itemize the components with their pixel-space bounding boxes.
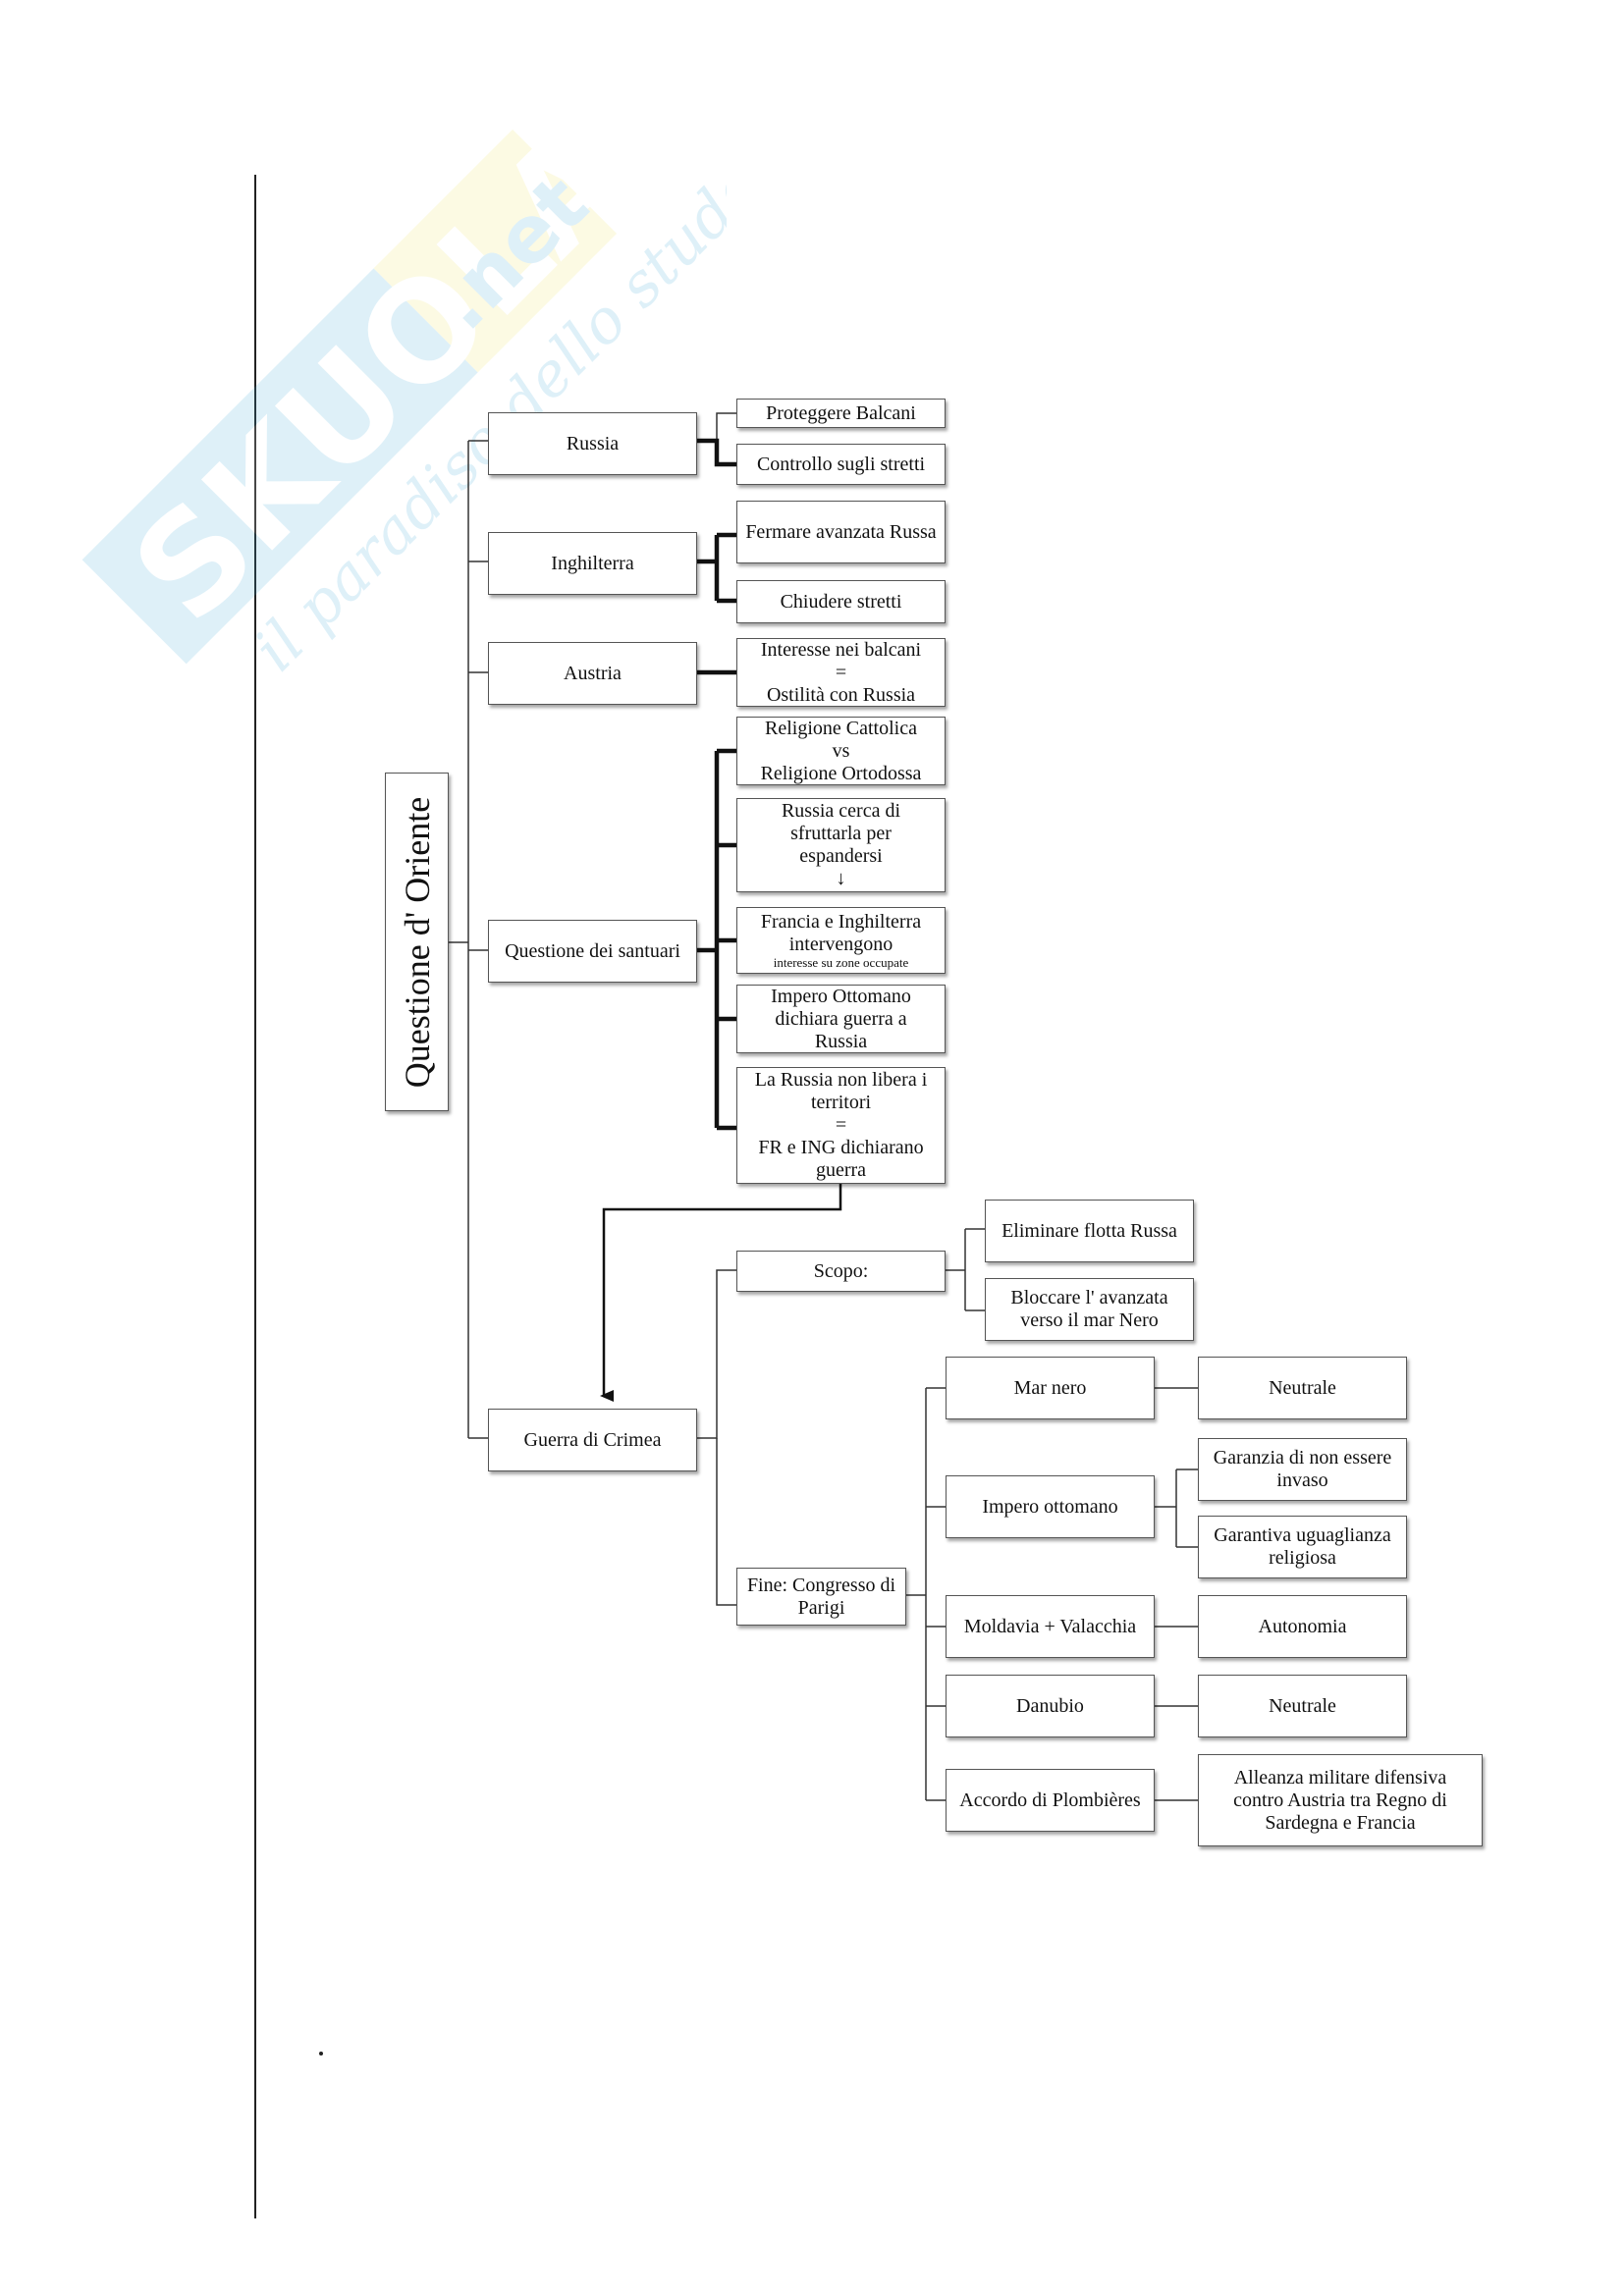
- fine-value-text: Neutrale: [1269, 1694, 1336, 1717]
- node-austria: Austria: [488, 642, 697, 705]
- fine-value-line: Garanzia di non essere: [1213, 1447, 1392, 1468]
- santuari-item: Religione Cattolica vs Religione Ortodos…: [736, 717, 946, 785]
- fine-value: Neutrale: [1198, 1675, 1407, 1737]
- santuari-note: interesse su zone occupate: [773, 955, 909, 970]
- fine-item-label: Mar nero: [1013, 1376, 1087, 1399]
- santuari-item-line: dichiara guerra a: [775, 1007, 907, 1030]
- santuari-item-line: vs: [832, 739, 850, 762]
- inghilterra-item-text: Chiudere stretti: [780, 590, 902, 613]
- fine-value: Garanzia di non essere invaso: [1198, 1438, 1407, 1501]
- austria-item-line: =: [835, 661, 847, 683]
- fine-item-moldavia: Moldavia + Valacchia: [946, 1595, 1155, 1658]
- santuari-item-line: Francia e Inghilterra: [760, 911, 922, 933]
- down-arrow-icon: ↓: [836, 868, 846, 889]
- santuari-item-line: sfruttarla per: [790, 823, 892, 844]
- fine-value-line: invaso: [1276, 1469, 1328, 1491]
- root-label: Questione d' Oriente: [397, 796, 437, 1088]
- fine-value-line: Alleanza militare difensiva: [1233, 1766, 1447, 1789]
- santuari-item-line: Religione Cattolica: [765, 717, 917, 739]
- fine-value: Autonomia: [1198, 1595, 1407, 1658]
- fine-value-text: Neutrale: [1269, 1376, 1336, 1399]
- fine-item-plombieres: Accordo di Plombières: [946, 1769, 1155, 1832]
- scopo-item-text: Eliminare flotta Russa: [1001, 1219, 1177, 1242]
- santuari-item: La Russia non libera i territori = FR e …: [736, 1067, 946, 1184]
- scopo-item-line: verso il mar Nero: [1020, 1309, 1159, 1331]
- fine-item-mar-nero: Mar nero: [946, 1357, 1155, 1419]
- inghilterra-item: Chiudere stretti: [736, 580, 946, 623]
- node-inghilterra-label: Inghilterra: [551, 552, 634, 574]
- node-guerra-crimea: Guerra di Crimea: [488, 1409, 697, 1471]
- santuari-item-line: La Russia non libera i: [754, 1069, 928, 1091]
- austria-item: Interesse nei balcani = Ostilità con Rus…: [736, 638, 946, 707]
- page-margin-line: [254, 175, 256, 2218]
- fine-item-label: Impero ottomano: [982, 1495, 1118, 1518]
- node-fine-line: Parigi: [797, 1596, 845, 1619]
- austria-item-line: Ostilità con Russia: [766, 683, 916, 706]
- fine-value-text: Autonomia: [1258, 1615, 1347, 1637]
- russia-item-text: Controllo sugli stretti: [756, 453, 926, 475]
- fine-value-line: contro Austria tra Regno di: [1233, 1789, 1447, 1811]
- fine-value-line: Sardegna e Francia: [1265, 1811, 1416, 1834]
- russia-item: Proteggere Balcani: [736, 399, 946, 428]
- node-santuari-label: Questione dei santuari: [505, 939, 680, 962]
- node-crimea-label: Guerra di Crimea: [523, 1428, 662, 1451]
- santuari-item-line: intervengono: [788, 934, 893, 955]
- santuari-item-line: Religione Ortodossa: [760, 762, 922, 784]
- node-fine-line: Fine: Congresso di: [746, 1574, 896, 1596]
- santuari-item: Impero Ottomano dichiara guerra a Russia: [736, 985, 946, 1053]
- russia-item-text: Proteggere Balcani: [766, 401, 916, 424]
- fine-item-label: Accordo di Plombières: [959, 1789, 1141, 1811]
- scopo-item: Eliminare flotta Russa: [985, 1200, 1194, 1262]
- santuari-item-line: territori: [810, 1092, 872, 1113]
- inghilterra-item: Fermare avanzata Russa: [736, 501, 946, 563]
- node-fine-congresso: Fine: Congresso di Parigi: [736, 1568, 906, 1626]
- santuari-item-line: guerra: [815, 1159, 867, 1181]
- santuari-item-line: Impero Ottomano: [771, 985, 911, 1007]
- santuari-item-line: Russia cerca di: [781, 800, 901, 822]
- root-questione-oriente: Questione d' Oriente: [385, 773, 449, 1111]
- node-austria-label: Austria: [564, 662, 622, 684]
- node-questione-santuari: Questione dei santuari: [488, 920, 697, 983]
- santuari-item-line: Russia: [814, 1030, 868, 1052]
- fine-value: Neutrale: [1198, 1357, 1407, 1419]
- austria-item-line: Interesse nei balcani: [760, 638, 922, 661]
- node-scopo-label: Scopo:: [813, 1259, 869, 1282]
- fine-item-impero-ottomano: Impero ottomano: [946, 1475, 1155, 1538]
- fine-value: Garantiva uguaglianza religiosa: [1198, 1516, 1407, 1578]
- scopo-item-line: Bloccare l' avanzata: [1010, 1287, 1168, 1308]
- node-russia-label: Russia: [566, 432, 620, 454]
- fine-item-danubio: Danubio: [946, 1675, 1155, 1737]
- node-scopo: Scopo:: [736, 1251, 946, 1292]
- santuari-item-line: =: [835, 1114, 847, 1136]
- fine-item-label: Danubio: [1016, 1694, 1084, 1717]
- fine-item-label: Moldavia + Valacchia: [963, 1615, 1137, 1637]
- fine-value: Alleanza militare difensiva contro Austr…: [1198, 1754, 1483, 1846]
- node-russia: Russia: [488, 412, 697, 475]
- scopo-item: Bloccare l' avanzata verso il mar Nero: [985, 1278, 1194, 1341]
- inghilterra-item-text: Fermare avanzata Russa: [745, 520, 937, 543]
- fine-value-line: religiosa: [1269, 1547, 1336, 1569]
- santuari-item-line: espandersi: [799, 845, 883, 867]
- santuari-item: Francia e Inghilterra intervengono inter…: [736, 907, 946, 974]
- santuari-item: Russia cerca di sfruttarla per espanders…: [736, 798, 946, 892]
- russia-item: Controllo sugli stretti: [736, 444, 946, 485]
- node-inghilterra: Inghilterra: [488, 532, 697, 595]
- fine-value-line: Garantiva uguaglianza: [1214, 1524, 1391, 1546]
- santuari-item-line: FR e ING dichiarano: [758, 1137, 924, 1158]
- stray-dot: [319, 2052, 323, 2056]
